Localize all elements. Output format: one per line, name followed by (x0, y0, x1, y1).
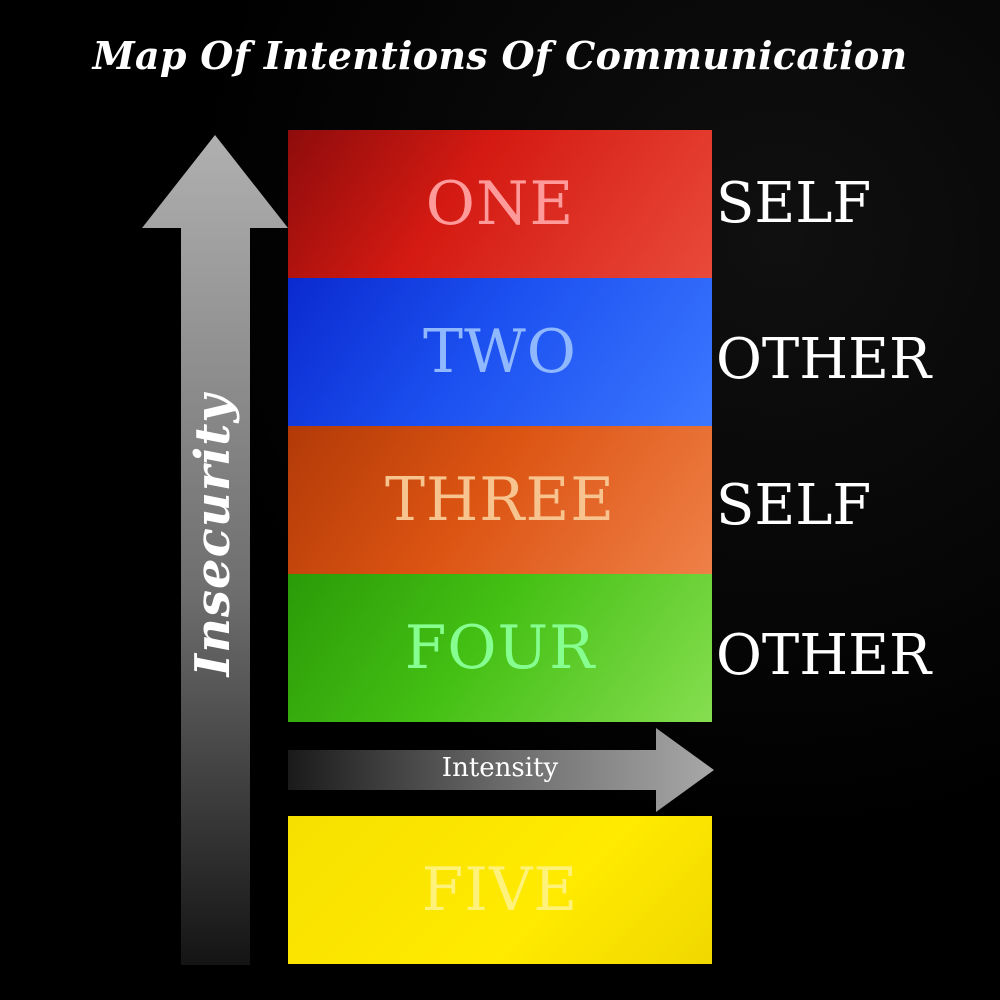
band-one-label: ONE (425, 169, 575, 239)
band-five: FIVE (288, 816, 712, 964)
band-four-label: FOUR (404, 613, 596, 683)
band-three: THREE (288, 426, 712, 574)
band-four: FOUR (288, 574, 712, 722)
diagram-title: Map Of Intentions Of Communication (92, 33, 908, 78)
band-two-label: TWO (423, 317, 577, 387)
side-label-three: SELF (716, 473, 872, 538)
band-one: ONE (288, 130, 712, 278)
band-five-label: FIVE (421, 855, 579, 925)
band-two: TWO (288, 278, 712, 426)
insecurity-label: Insecurity (185, 393, 241, 677)
side-label-one: SELF (716, 171, 872, 236)
intensity-label: Intensity (441, 753, 559, 783)
intensity-arrow-icon (288, 728, 714, 812)
band-three-label: THREE (384, 465, 616, 535)
side-label-four: OTHER (716, 623, 932, 688)
insecurity-arrow-icon (142, 135, 288, 965)
side-label-two: OTHER (716, 327, 932, 392)
